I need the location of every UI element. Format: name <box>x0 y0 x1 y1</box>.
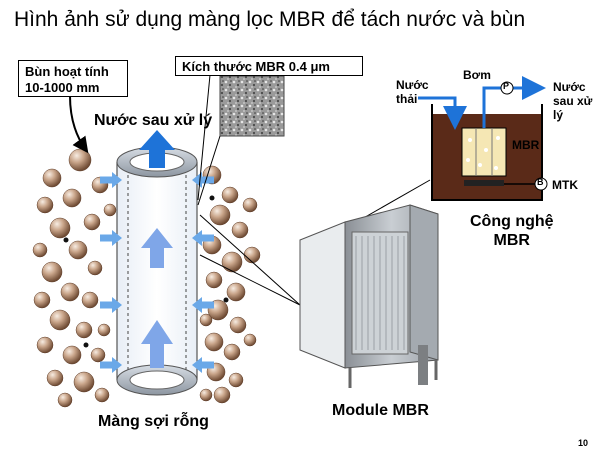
sludge-particle <box>87 260 103 276</box>
sludge-particle <box>83 213 101 231</box>
sludge-particle <box>73 371 95 393</box>
sludge-particle <box>68 240 88 260</box>
sludge-dot <box>223 297 229 303</box>
permeate-arrowhead <box>192 357 202 373</box>
sludge-particle <box>226 282 246 302</box>
pore-size-label: Kích thước MBR 0.4 μm <box>182 59 330 74</box>
module-label: Module MBR <box>332 402 429 419</box>
mbr-process-schematic <box>418 76 548 201</box>
sludge-particle <box>36 336 54 354</box>
sludge-particle <box>60 282 80 302</box>
hollow-fiber-label: Màng sợi rỗng <box>98 413 209 430</box>
pore-size-callout: Kích thước MBR 0.4 μm <box>175 56 363 76</box>
permeate-arrowhead <box>192 297 202 313</box>
sludge-particle <box>221 186 239 204</box>
sludge-particle <box>209 204 231 226</box>
sludge-particle <box>46 369 64 387</box>
permeate-arrowhead <box>192 230 202 246</box>
sludge-particle <box>57 392 73 408</box>
treated-water-label: Nước sau xử lý <box>94 112 213 129</box>
sludge-particle <box>229 316 247 334</box>
sludge-dot <box>209 195 215 201</box>
wastewater-label: Nước thải <box>396 78 429 106</box>
treated-water-out-label: Nước sau xử lý <box>553 80 593 122</box>
mtk-label: MTK <box>552 178 578 192</box>
inner-flow-arrow <box>141 228 173 268</box>
inner-flow-arrow <box>141 320 173 368</box>
sludge-particle <box>221 251 243 273</box>
process-caption: Công nghệ MBR <box>470 213 554 249</box>
sludge-dot <box>63 237 69 243</box>
sludge-particle <box>94 387 110 403</box>
sludge-particle <box>243 333 257 347</box>
page-title: Hình ảnh sử dụng màng lọc MBR để tách nư… <box>14 8 526 31</box>
pump-symbol: P <box>503 81 510 91</box>
sludge-particle <box>75 321 93 339</box>
sludge-particle <box>32 242 48 258</box>
sludge-particle <box>228 372 244 388</box>
sludge-particle <box>68 148 92 172</box>
page-number: 10 <box>578 438 589 448</box>
sludge-dot <box>83 342 89 348</box>
permeate-arrowhead <box>112 172 122 188</box>
sludge-particle <box>213 386 231 404</box>
sludge-callout-line2: 10-1000 mm <box>25 80 100 95</box>
sludge-particle <box>42 168 62 188</box>
sludge-particle <box>204 332 224 352</box>
sludge-particle <box>97 323 111 337</box>
sludge-particle <box>103 203 117 217</box>
permeate-arrowhead <box>112 357 122 373</box>
treated-water-up-arrow <box>139 130 175 168</box>
permeate-arrowhead <box>112 230 122 246</box>
sludge-leader-line <box>69 95 89 154</box>
sludge-particle <box>49 217 71 239</box>
sludge-particle <box>199 313 213 327</box>
sludge-particle <box>205 271 223 289</box>
sludge-particle <box>242 197 258 213</box>
hollow-fiber-tube <box>116 146 198 396</box>
sludge-particle <box>49 309 71 331</box>
mbr-label: MBR <box>512 138 540 152</box>
sludge-callout: Bùn hoạt tính 10-1000 mm <box>18 60 128 97</box>
permeate-arrows <box>100 172 214 373</box>
sludge-particle <box>36 196 54 214</box>
sludge-particle <box>81 291 99 309</box>
sludge-particle <box>199 388 213 402</box>
sludge-particle <box>223 343 241 361</box>
sludge-particle <box>243 246 261 264</box>
sludge-particle <box>62 345 82 365</box>
sludge-particle <box>231 221 249 239</box>
permeate-arrowhead <box>112 297 122 313</box>
sludge-particle <box>62 188 82 208</box>
blower-symbol: B <box>537 177 544 187</box>
membrane-micrograph <box>219 75 285 137</box>
pump-label: Bơm <box>463 68 491 82</box>
sludge-particle <box>33 291 51 309</box>
sludge-callout-line1: Bùn hoạt tính <box>25 64 109 79</box>
sludge-particles <box>32 148 261 408</box>
sludge-particle <box>90 347 106 363</box>
mbr-module-image <box>299 204 439 388</box>
sludge-particle <box>41 261 63 283</box>
